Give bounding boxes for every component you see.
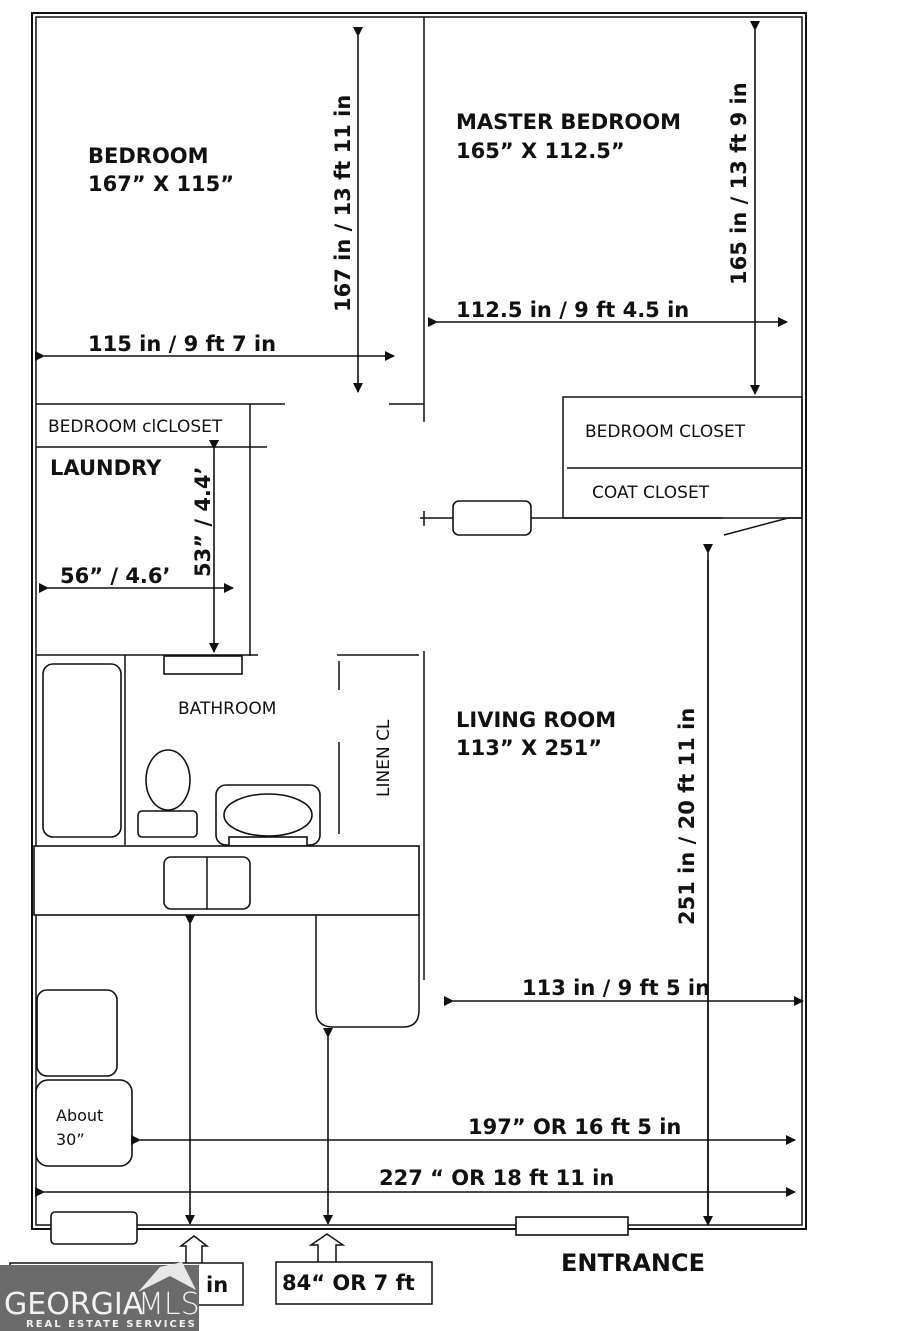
entrance-door <box>515 1216 629 1236</box>
living-width-dim: 113 in / 9 ft 5 in <box>522 976 710 1000</box>
bedroom-closet-left-label: BEDROOM clCLOSET <box>48 417 223 437</box>
laundry-width-dim: 56” / 4.6’ <box>60 564 171 588</box>
laundry-label: LAUNDRY <box>50 456 162 480</box>
laundry-vent <box>163 655 243 675</box>
interior-walls <box>36 17 803 1225</box>
sink-ledge <box>228 836 308 847</box>
linen-closet-label: LINEN CL <box>374 719 394 797</box>
bedroom-height-dim: 167 in / 13 ft 11 in <box>331 95 355 312</box>
back-door-mat <box>50 1211 138 1245</box>
master-width-dim: 112.5 in / 9 ft 4.5 in <box>456 298 689 322</box>
width-227-dim: 227 “ OR 18 ft 11 in <box>379 1166 614 1190</box>
dimension-lines <box>35 21 804 1226</box>
georgia-mls-logo: GEORGIA MLS REAL ESTATE SERVICES <box>0 1262 200 1331</box>
fixtures <box>33 500 629 1245</box>
living-room-label: LIVING ROOM <box>456 708 616 732</box>
bedroom-closet-right-label: BEDROOM CLOSET <box>585 422 746 442</box>
bedroom-size: 167” X 115” <box>88 172 234 196</box>
toilet-tank <box>137 810 198 838</box>
bathtub <box>42 663 122 838</box>
appliance-fridge <box>36 989 118 1077</box>
logo-brand-right: MLS <box>138 1287 200 1322</box>
laundry-height-dim: 53” / 4.4’ <box>191 467 215 578</box>
chair-appliance <box>35 1079 133 1167</box>
living-room-size: 113” X 251” <box>456 736 602 760</box>
bedroom-label: BEDROOM <box>88 144 209 168</box>
toilet-bowl <box>145 749 191 811</box>
width-197-dim: 197” OR 16 ft 5 in <box>468 1115 681 1139</box>
kitchen-depth-right-dim: 84“ OR 7 ft <box>282 1271 415 1295</box>
bedroom-width-dim: 115 in / 9 ft 7 in <box>88 332 276 356</box>
coat-closet-label: COAT CLOSET <box>592 483 710 503</box>
chair-note-line1: About <box>56 1106 103 1125</box>
bathroom-label: BATHROOM <box>178 699 276 719</box>
logo-brand-left: GEORGIA <box>4 1287 144 1322</box>
hall-fixture <box>452 500 532 536</box>
chair-note-line2: 30” <box>56 1130 85 1149</box>
master-height-dim: 165 in / 13 ft 9 in <box>727 82 751 285</box>
sink-basin <box>223 793 313 837</box>
logo-tagline: REAL ESTATE SERVICES <box>26 1319 197 1330</box>
exterior-walls <box>31 12 807 1230</box>
entrance-label: ENTRANCE <box>561 1249 705 1277</box>
kitchen-peninsula <box>315 915 420 1028</box>
master-bedroom-label: MASTER BEDROOM <box>456 110 681 134</box>
living-height-dim: 251 in / 20 ft 11 in <box>675 708 699 925</box>
kitchen-depth-left-dim: in <box>206 1273 228 1297</box>
master-bedroom-size: 165” X 112.5” <box>456 139 625 163</box>
